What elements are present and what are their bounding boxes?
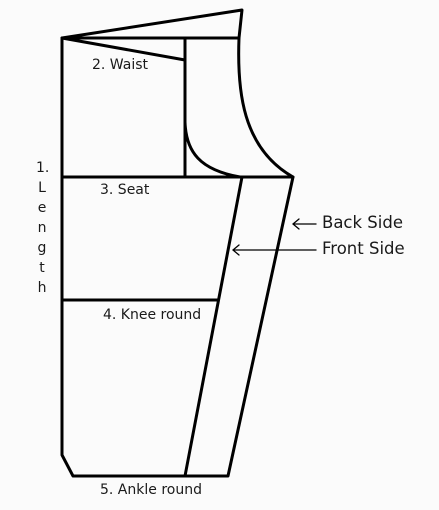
front-crotch-curve — [183, 120, 242, 179]
waist-label: 2. Waist — [92, 57, 149, 73]
back-side-label: Back Side — [322, 213, 403, 232]
length-letter-l: L — [38, 180, 46, 196]
length-number: 1. — [36, 160, 50, 176]
back-side-arrow — [292, 218, 317, 230]
length-letter-e: e — [37, 200, 47, 216]
front-panel-outline — [60, 36, 295, 478]
front-side-arrow — [232, 244, 317, 256]
back-crotch-curve — [237, 36, 295, 179]
length-letter-h: h — [37, 280, 47, 296]
length-letter-n: n — [37, 220, 47, 236]
length-letter-t: t — [39, 260, 45, 276]
knee-round-label: 4. Knee round — [103, 307, 202, 323]
waist-line — [60, 36, 187, 62]
length-letter-g: g — [37, 240, 47, 256]
length-label: 1. L e n g t h — [36, 158, 50, 298]
ankle-round-label: 5. Ankle round — [100, 482, 202, 498]
front-side-label: Front Side — [322, 239, 405, 258]
seat-label: 3. Seat — [100, 182, 150, 198]
waist-flap — [60, 8, 244, 40]
front-side-line — [183, 175, 244, 478]
